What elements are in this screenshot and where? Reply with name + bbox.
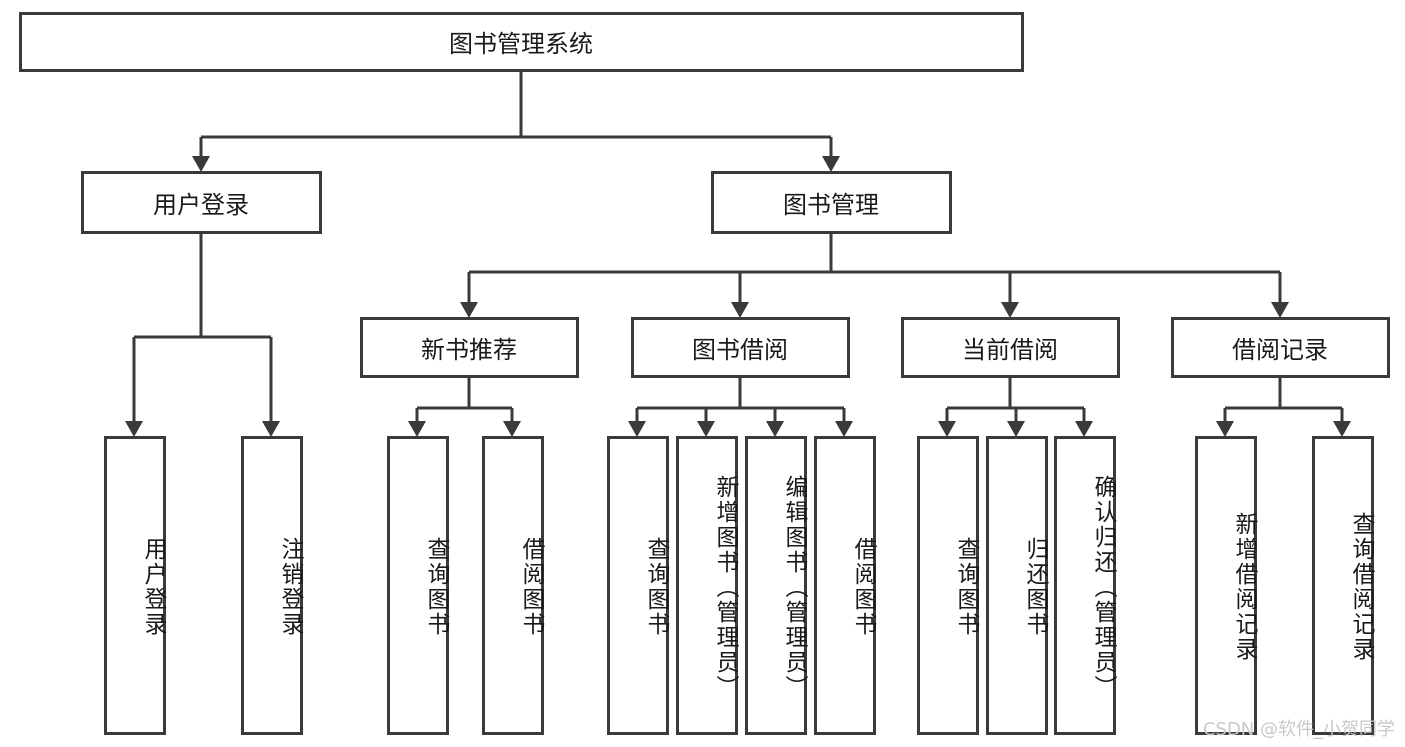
node-leaf-10-确认归还管理员[interactable] — [1054, 436, 1116, 735]
box-layer — [19, 12, 1390, 735]
node-leaf-4-查询图书[interactable] — [607, 436, 669, 735]
node-leaf-12-查询借阅记录[interactable] — [1312, 436, 1374, 735]
arrow-head-0 — [628, 421, 646, 437]
arrow-head-1 — [1333, 421, 1351, 437]
arrow-head-0 — [408, 421, 426, 437]
arrow-head-2 — [1075, 421, 1093, 437]
arrow-head-0 — [460, 302, 478, 318]
arrow-head-1 — [262, 421, 280, 437]
arrow-head-0 — [938, 421, 956, 437]
node-l3-图书借阅[interactable] — [631, 317, 850, 378]
connector-group-借阅记录 — [1216, 376, 1351, 437]
connector-group-当前借阅 — [938, 376, 1093, 437]
node-l3-借阅记录[interactable] — [1171, 317, 1390, 378]
connector-group-图书借阅 — [628, 376, 853, 437]
arrow-head-1 — [822, 156, 840, 172]
node-leaf-1-注销登录[interactable] — [241, 436, 303, 735]
node-root-图书管理系统[interactable] — [19, 12, 1024, 72]
arrow-head-0 — [192, 156, 210, 172]
node-leaf-0-用户登录[interactable] — [104, 436, 166, 735]
arrow-head-2 — [766, 421, 784, 437]
arrow-head-1 — [731, 302, 749, 318]
node-l2-图书管理[interactable] — [711, 171, 952, 234]
connector-group-图书管理 — [460, 232, 1289, 318]
arrow-head-1 — [1007, 421, 1025, 437]
arrow-head-3 — [1271, 302, 1289, 318]
connector-layer — [125, 70, 1351, 437]
arrow-head-1 — [503, 421, 521, 437]
arrow-head-0 — [125, 421, 143, 437]
node-leaf-6-编辑图书管理员[interactable] — [745, 436, 807, 735]
node-l3-新书推荐[interactable] — [360, 317, 579, 378]
connector-group-图书管理系统 — [192, 70, 840, 172]
node-leaf-2-查询图书[interactable] — [387, 436, 449, 735]
arrow-head-0 — [1216, 421, 1234, 437]
node-leaf-9-归还图书[interactable] — [986, 436, 1048, 735]
node-l2-用户登录[interactable] — [81, 171, 322, 234]
node-leaf-5-新增图书管理员[interactable] — [676, 436, 738, 735]
arrow-head-1 — [697, 421, 715, 437]
node-leaf-3-借阅图书[interactable] — [482, 436, 544, 735]
connector-group-用户登录 — [125, 232, 280, 437]
node-leaf-11-新增借阅记录[interactable] — [1195, 436, 1257, 735]
connector-group-新书推荐 — [408, 376, 521, 437]
arrow-head-3 — [835, 421, 853, 437]
arrow-head-2 — [1001, 302, 1019, 318]
node-leaf-8-查询图书[interactable] — [917, 436, 979, 735]
node-l3-当前借阅[interactable] — [901, 317, 1120, 378]
node-leaf-7-借阅图书[interactable] — [814, 436, 876, 735]
